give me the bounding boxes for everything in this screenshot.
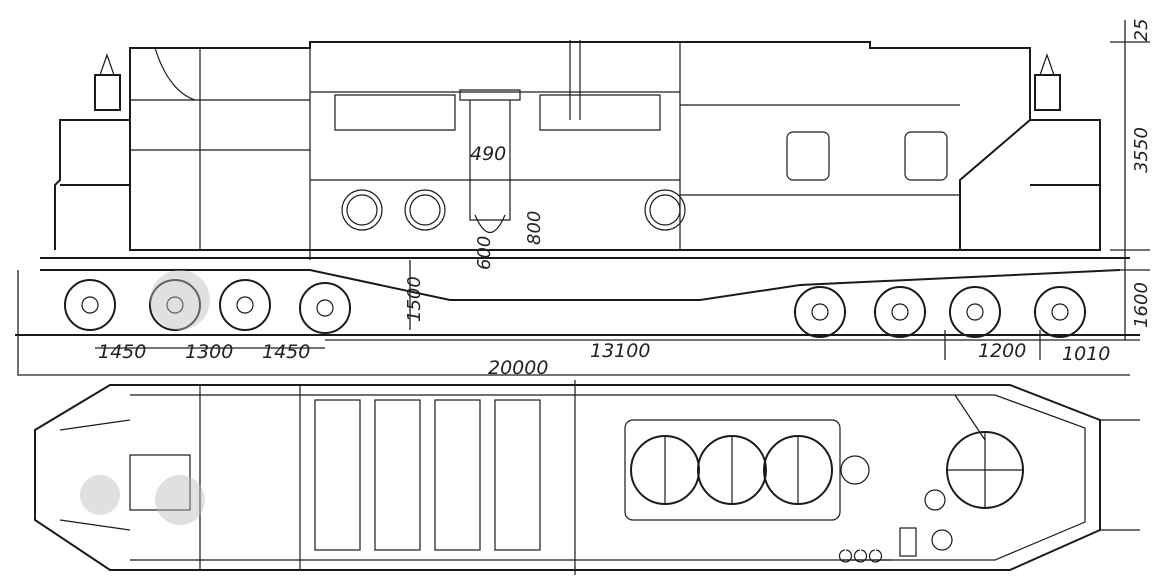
dim-overall-length: 20000 — [488, 357, 548, 379]
body-outline — [129, 41, 1101, 251]
dim-bogie-centers: 13100 — [590, 340, 650, 362]
side-view — [15, 20, 1150, 376]
underframe — [40, 257, 1130, 301]
dim-axle-2-3: 1300 — [185, 341, 233, 363]
dim-end-overhang: 1010 — [1062, 343, 1110, 365]
dim-engine-base: 1500 — [404, 276, 425, 322]
dim-stroke-lower: 600 — [474, 236, 495, 270]
dim-cylinder-bore: 490 — [470, 143, 506, 165]
plan-outline — [34, 384, 1101, 571]
front-bogie — [64, 270, 351, 334]
dim-axle-1-2: 1450 — [98, 341, 146, 363]
dim-stroke-upper: 800 — [524, 211, 545, 245]
plan-view — [34, 380, 1140, 575]
dim-roof-offset: 25 — [1131, 19, 1152, 42]
rear-bogie — [794, 286, 1086, 338]
dim-body-height: 3550 — [1131, 127, 1152, 173]
dim-axle-3-4: 1450 — [262, 341, 310, 363]
dim-right-axle: 1200 — [978, 340, 1026, 362]
dim-frame-height: 1600 — [1131, 282, 1152, 328]
